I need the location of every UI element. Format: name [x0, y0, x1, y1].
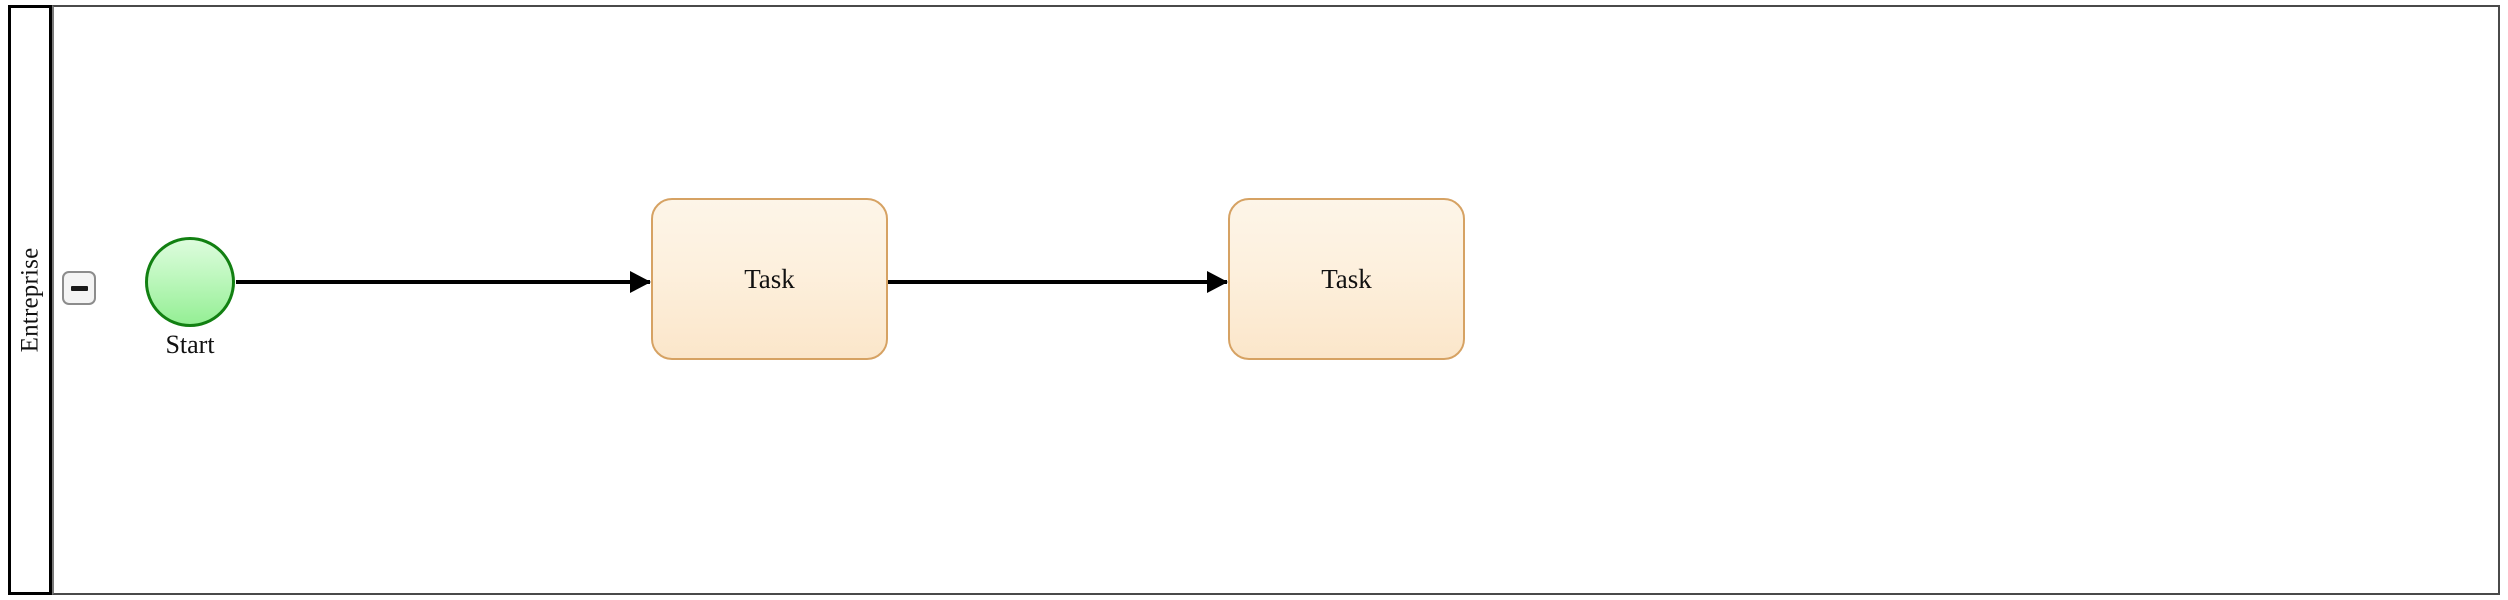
task-node-1[interactable]: Task: [651, 198, 888, 360]
task-label: Task: [1321, 263, 1372, 294]
pool-name-label: Entreprise: [16, 247, 44, 353]
task-label: Task: [744, 263, 795, 294]
sequence-flow-task1-to-task2[interactable]: [888, 271, 1228, 293]
pool-header[interactable]: Entreprise: [8, 5, 52, 595]
start-event-node[interactable]: [145, 237, 235, 327]
pool-collapse-button[interactable]: [62, 271, 96, 305]
start-event-label: Start: [165, 330, 215, 359]
arrowhead-icon: [1207, 271, 1228, 293]
minus-icon: [70, 285, 88, 291]
task-node-2[interactable]: Task: [1228, 198, 1465, 360]
arrowhead-icon: [630, 271, 651, 293]
sequence-flow-start-to-task1[interactable]: [236, 271, 651, 293]
